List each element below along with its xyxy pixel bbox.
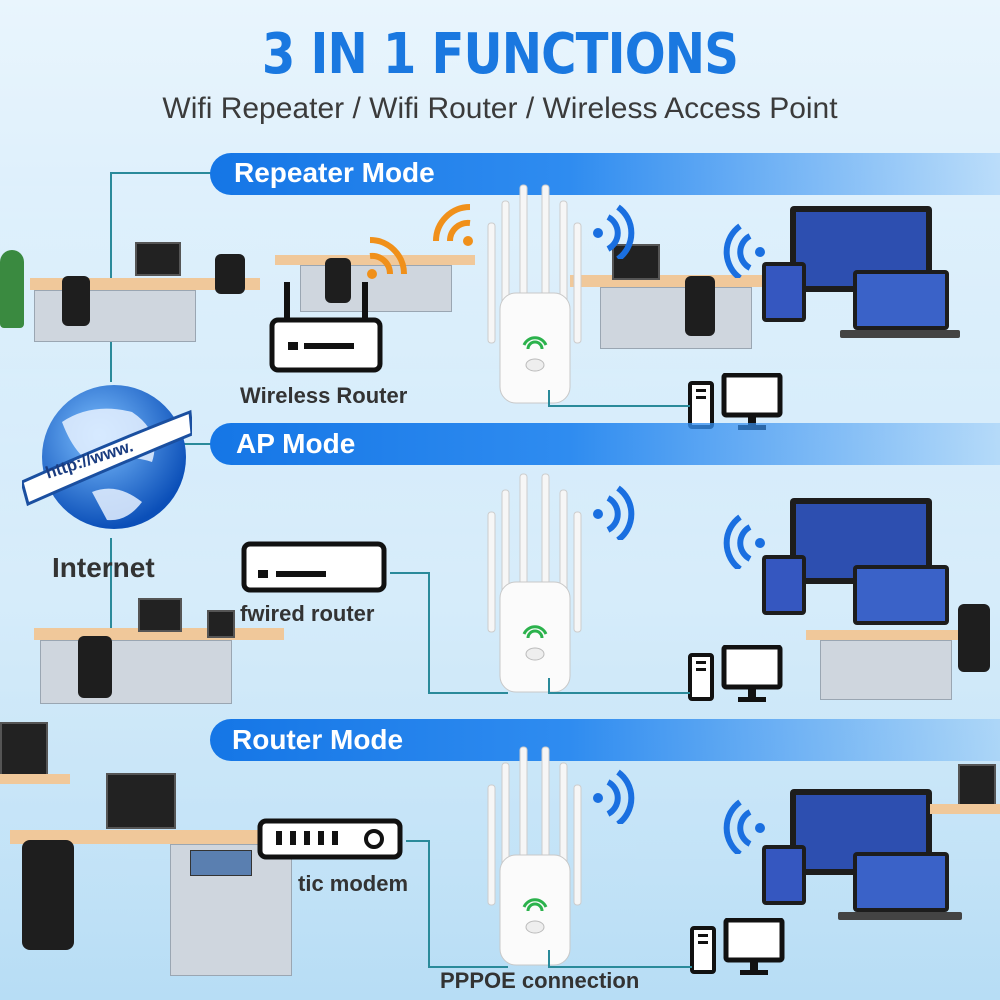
connection-line	[428, 840, 430, 968]
book-stack	[190, 850, 252, 876]
desk-cabinet	[34, 290, 196, 342]
office-chair	[22, 840, 74, 950]
desk-cabinet	[600, 287, 752, 349]
wireless-router-icon	[269, 282, 383, 373]
trunk-line-top	[110, 172, 112, 382]
modem-icon	[257, 818, 403, 860]
router-mode-label: Router Mode	[232, 724, 404, 755]
repeater-device	[487, 184, 582, 404]
internet-label: Internet	[52, 552, 155, 583]
connection-line	[548, 950, 550, 968]
repeater-device	[487, 473, 582, 693]
wifi-signal-icon	[723, 799, 765, 854]
desk-cabinet	[820, 640, 952, 700]
wifi-signal-icon	[593, 204, 635, 259]
desktop-monitor	[0, 722, 48, 778]
trunk-line-repeater	[110, 172, 220, 174]
desktop-monitor	[138, 598, 182, 632]
page-title: 3 IN 1 FUNCTIONS	[261, 22, 739, 87]
connection-line	[548, 390, 550, 406]
desk	[806, 630, 966, 640]
desktop-monitor	[612, 244, 660, 280]
laptop-base	[838, 912, 962, 920]
source-label-repeater: Wireless Router	[240, 383, 408, 408]
desk-cabinet	[40, 640, 232, 704]
laptop-icon	[853, 565, 949, 625]
ap-mode-band	[210, 423, 1000, 465]
laptop-base	[840, 330, 960, 338]
desk	[930, 804, 1000, 814]
signal-orange-icon	[367, 237, 407, 279]
globe-icon	[22, 385, 192, 529]
source-label-router: tic modem	[298, 871, 409, 896]
desktop-monitor	[207, 610, 235, 638]
router-mode-band	[210, 719, 1000, 761]
connection-line	[548, 692, 690, 694]
tablet-icon	[762, 555, 806, 615]
desktop-monitor	[106, 773, 176, 829]
wifi-signal-icon	[723, 223, 765, 278]
office-chair	[325, 258, 351, 303]
wifi-signal-icon	[593, 485, 635, 540]
office-chair	[62, 276, 90, 326]
tablet-icon	[762, 845, 806, 905]
pppoe-connection-label: PPPOE connection	[440, 968, 640, 993]
desktop-pc-icon	[690, 918, 785, 975]
plant	[0, 250, 24, 328]
wifi-signal-icon	[593, 769, 635, 824]
connection-line	[428, 572, 430, 694]
office-chair	[958, 604, 990, 672]
office-chair	[685, 276, 715, 336]
signal-orange-icon	[433, 204, 473, 246]
page-subtitle: Wifi Repeater / Wifi Router / Wireless A…	[162, 92, 838, 125]
laptop-icon	[853, 270, 949, 330]
desk	[275, 255, 475, 265]
connection-line	[548, 966, 692, 968]
desktop-monitor	[135, 242, 181, 276]
ap-mode-label: AP Mode	[236, 428, 356, 459]
desktop-monitor	[958, 764, 996, 808]
desk	[10, 830, 270, 844]
connection-line	[390, 572, 430, 574]
connection-line	[406, 840, 430, 842]
office-chair	[78, 636, 112, 698]
source-label-ap: fwired router	[240, 601, 375, 626]
desktop-pc-icon	[688, 645, 783, 702]
connection-line	[428, 966, 508, 968]
desk	[0, 774, 70, 784]
wired-router-icon	[241, 541, 387, 593]
repeater-device	[487, 746, 582, 966]
trunk-line-bottom	[110, 538, 112, 650]
tablet-icon	[762, 262, 806, 322]
connection-line	[428, 692, 508, 694]
connection-line	[548, 678, 550, 694]
office-chair	[215, 254, 245, 294]
repeater-mode-label: Repeater Mode	[234, 157, 435, 188]
laptop-icon	[853, 852, 949, 912]
connection-line	[548, 405, 690, 407]
repeater-mode-band	[210, 153, 1000, 195]
wifi-signal-icon	[723, 514, 765, 569]
